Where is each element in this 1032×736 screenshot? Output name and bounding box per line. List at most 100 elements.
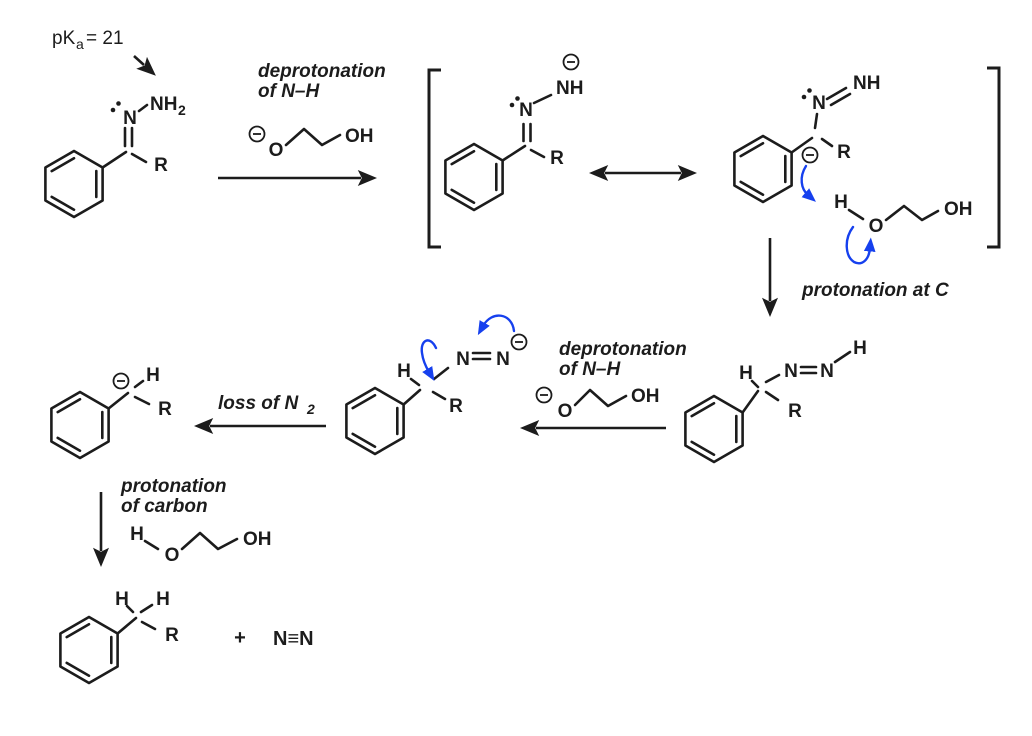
atom-label-n: N	[812, 93, 826, 114]
bond	[741, 389, 760, 414]
minus-charge-icon	[112, 372, 130, 390]
plus-sign: +	[234, 627, 246, 649]
lone-pair-icon	[801, 88, 812, 100]
lone-pair-icon	[110, 101, 121, 113]
step3-label-line1: deprotonation	[559, 339, 687, 360]
resonance-structure-b: N NH R H O OH	[733, 73, 973, 265]
bond	[133, 395, 151, 406]
atom-label-h1: H	[115, 589, 129, 610]
glycolate-reagent-1: O OH	[248, 125, 374, 161]
pka-value: = 21	[86, 28, 124, 49]
atom-label-nh: NH	[150, 94, 177, 115]
atom-label-o: O	[558, 401, 573, 422]
atom-label-oh: OH	[944, 199, 973, 220]
atom-label-r: R	[449, 396, 463, 417]
bond	[790, 136, 814, 154]
atom-label-h: H	[834, 192, 848, 213]
atom-label-h2: H	[156, 589, 170, 610]
atom-label-r: R	[154, 155, 168, 176]
product-structure: H H R	[59, 589, 179, 685]
benzene-ring	[684, 394, 744, 464]
bond	[820, 137, 834, 148]
atom-label-nh: NH	[556, 78, 583, 99]
bond-chain	[284, 127, 342, 147]
bond	[532, 93, 553, 105]
minus-charge-icon	[248, 125, 266, 143]
bond	[133, 379, 145, 389]
pka-label-sub: a	[76, 36, 84, 52]
atom-label-h: H	[853, 338, 867, 359]
glycolate-reagent-2: O OH	[535, 386, 660, 422]
reaction-step-1: deprotonation of N–H O OH	[218, 61, 386, 186]
step4-label-sub: 2	[306, 401, 315, 417]
atom-label-nh-sub: 2	[178, 102, 186, 118]
benzene-ring	[44, 149, 104, 219]
hydrazone-structure: N NH 2 R	[44, 94, 186, 219]
atom-label-oh: OH	[631, 386, 660, 407]
bond-chain	[884, 204, 940, 222]
minus-charge-icon	[510, 333, 528, 351]
bond	[140, 620, 157, 631]
double-bond	[825, 86, 848, 101]
bond	[409, 377, 421, 387]
diazenide-structure: H N N R	[345, 314, 528, 456]
atom-label-o: O	[869, 216, 884, 237]
bond	[139, 603, 154, 614]
bond	[137, 103, 149, 113]
step1-label-line1: deprotonation	[258, 61, 386, 82]
bond	[107, 391, 130, 410]
reaction-step-3: deprotonation of N–H O OH	[520, 339, 687, 436]
carbanion-structure: H R	[50, 365, 172, 460]
step4-label: loss of N	[218, 393, 300, 414]
bond	[529, 148, 546, 159]
double-bond	[829, 92, 852, 107]
atom-label-n2: N	[820, 361, 834, 382]
atom-label-n1: N	[456, 349, 470, 370]
atom-label-oh: OH	[243, 529, 272, 550]
benzene-ring	[444, 142, 504, 212]
atom-label-h: H	[397, 361, 411, 382]
bond	[764, 373, 781, 384]
atom-label-r: R	[158, 399, 172, 420]
pka-annotation: pK a = 21	[52, 28, 156, 76]
bracket-left	[427, 68, 441, 249]
bond-chain	[573, 388, 628, 408]
bond-chain	[180, 531, 239, 551]
atom-label-r: R	[837, 142, 851, 163]
bond	[813, 112, 819, 130]
atom-label-n: N	[519, 100, 533, 121]
pka-pointer-arrow-icon	[133, 55, 156, 76]
bond	[432, 366, 450, 381]
bond	[116, 616, 138, 635]
bond	[101, 150, 128, 169]
benzene-ring	[345, 386, 405, 456]
step3-label-line2: of N–H	[559, 359, 622, 380]
glycol-reagent: H O OH	[130, 524, 271, 566]
curved-arrow-carbanion-to-h-icon	[800, 164, 816, 202]
atom-label-h: H	[146, 365, 160, 386]
step1-label-line2: of N–H	[258, 81, 321, 102]
atom-label-r: R	[788, 401, 802, 422]
minus-charge-icon	[535, 386, 553, 404]
reaction-step-4: loss of N 2	[194, 393, 326, 434]
minus-charge-icon	[562, 53, 580, 71]
minus-charge-icon	[801, 146, 819, 164]
curved-arrow-n-lone-pair-icon	[477, 314, 516, 336]
atom-label-r: R	[550, 148, 564, 169]
step5-label-line1: protonation	[120, 476, 227, 497]
diazene-structure: H N N H R	[684, 338, 867, 464]
step5-label-line2: of carbon	[121, 496, 208, 517]
atom-label-o: O	[165, 545, 180, 566]
byproduct: + N≡N	[234, 627, 313, 650]
atom-label-h: H	[739, 363, 753, 384]
atom-label-o: O	[269, 140, 284, 161]
reaction-step-5: protonation of carbon H O OH	[93, 476, 272, 567]
dinitrogen-label: N≡N	[273, 628, 314, 650]
reaction-step-2: protonation at C	[762, 238, 949, 317]
bond	[750, 379, 760, 389]
pka-label: pK	[52, 28, 76, 49]
resonance-structure-a: N NH R	[444, 53, 583, 212]
atom-label-nh: NH	[853, 73, 880, 94]
step2-label: protonation at C	[801, 280, 949, 301]
